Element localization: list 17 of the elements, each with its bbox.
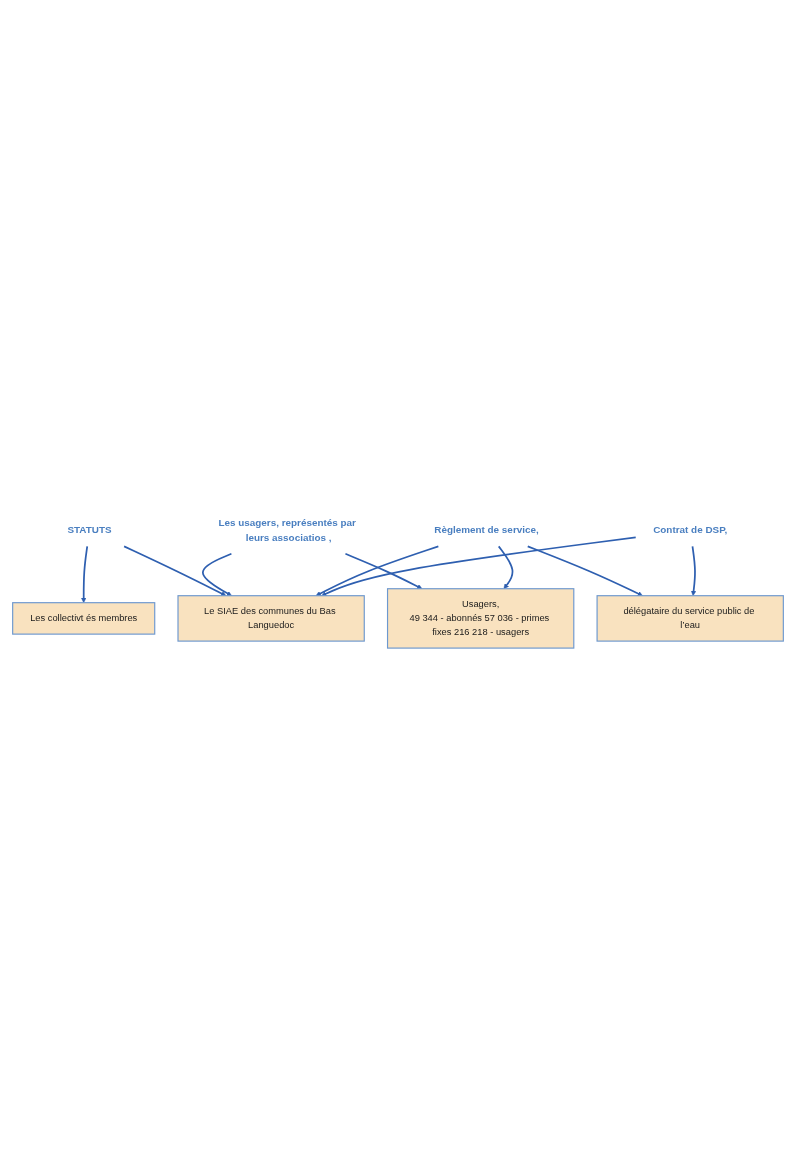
arrow	[344, 553, 423, 590]
arrow	[315, 545, 440, 597]
node-box: Les collectivt és membres	[12, 602, 156, 635]
arrow	[202, 553, 233, 597]
arrow	[691, 545, 697, 597]
node-text: Règlement de service,	[434, 524, 539, 536]
arrow	[497, 545, 514, 590]
node-box: délégataire du service public de l’eau	[596, 595, 784, 642]
node-text: Les usagers, représentés par leurs associatios ,	[218, 517, 356, 544]
arrow	[123, 545, 227, 597]
node-text: STATUTS	[67, 524, 112, 536]
arrow	[526, 545, 643, 597]
node-text: Contrat de DSP,	[653, 524, 728, 536]
arrow	[321, 536, 637, 597]
node-box: Usagers, 49 344 - abonnés 57 036 - primes fixes 216 218 - usagers	[386, 588, 575, 649]
node-box: Le SIAE des communes du Bas Languedoc	[177, 595, 365, 642]
arrow	[81, 545, 89, 604]
